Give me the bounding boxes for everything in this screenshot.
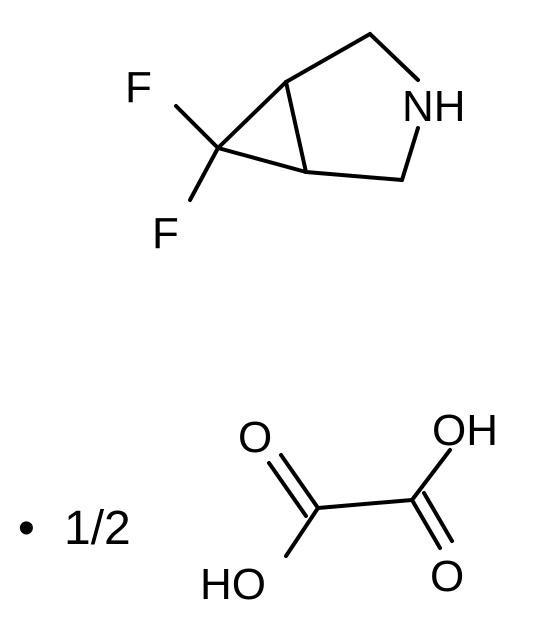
bond-c-o-double-left-b	[267, 461, 308, 518]
bond-c-oh-left	[284, 506, 320, 558]
hydroxyl-top-right-label: OH	[432, 406, 498, 455]
bond-c1-c2	[284, 32, 372, 84]
bond-c-o-double-left-a	[279, 453, 320, 510]
bond-c-o-double-right-b	[422, 491, 454, 543]
oxygen-bottom-right-label: O	[430, 552, 464, 601]
bond-cf2-f-bottom	[188, 146, 220, 202]
bond-c5-c4	[304, 170, 404, 182]
nh-label: NH	[402, 82, 466, 131]
bond-cf2-c1	[216, 80, 288, 150]
oxalic-acid-structure: O OH HO O	[200, 406, 498, 609]
oxygen-top-left-label: O	[238, 413, 272, 462]
bond-c-oh-right	[410, 448, 452, 502]
fluorine-bottom-label: F	[152, 209, 179, 258]
bond-cf2-f-top	[174, 104, 220, 150]
bond-cf2-c5	[216, 146, 308, 174]
salt-ratio: • 1/2	[18, 502, 131, 555]
bond-c1-c5	[284, 80, 308, 174]
azabicyclohexane-structure: F F NH	[125, 32, 466, 258]
hydroxyl-bottom-left-label: HO	[200, 560, 266, 609]
bond-c-c	[316, 498, 414, 510]
bond-c2-n	[368, 32, 420, 82]
fluorine-top-label: F	[125, 63, 152, 112]
bond-c-o-double-right-a	[410, 498, 442, 550]
bond-n-c4	[400, 126, 420, 182]
bullet-symbol: •	[18, 502, 35, 555]
ratio-label: 1/2	[64, 502, 131, 555]
